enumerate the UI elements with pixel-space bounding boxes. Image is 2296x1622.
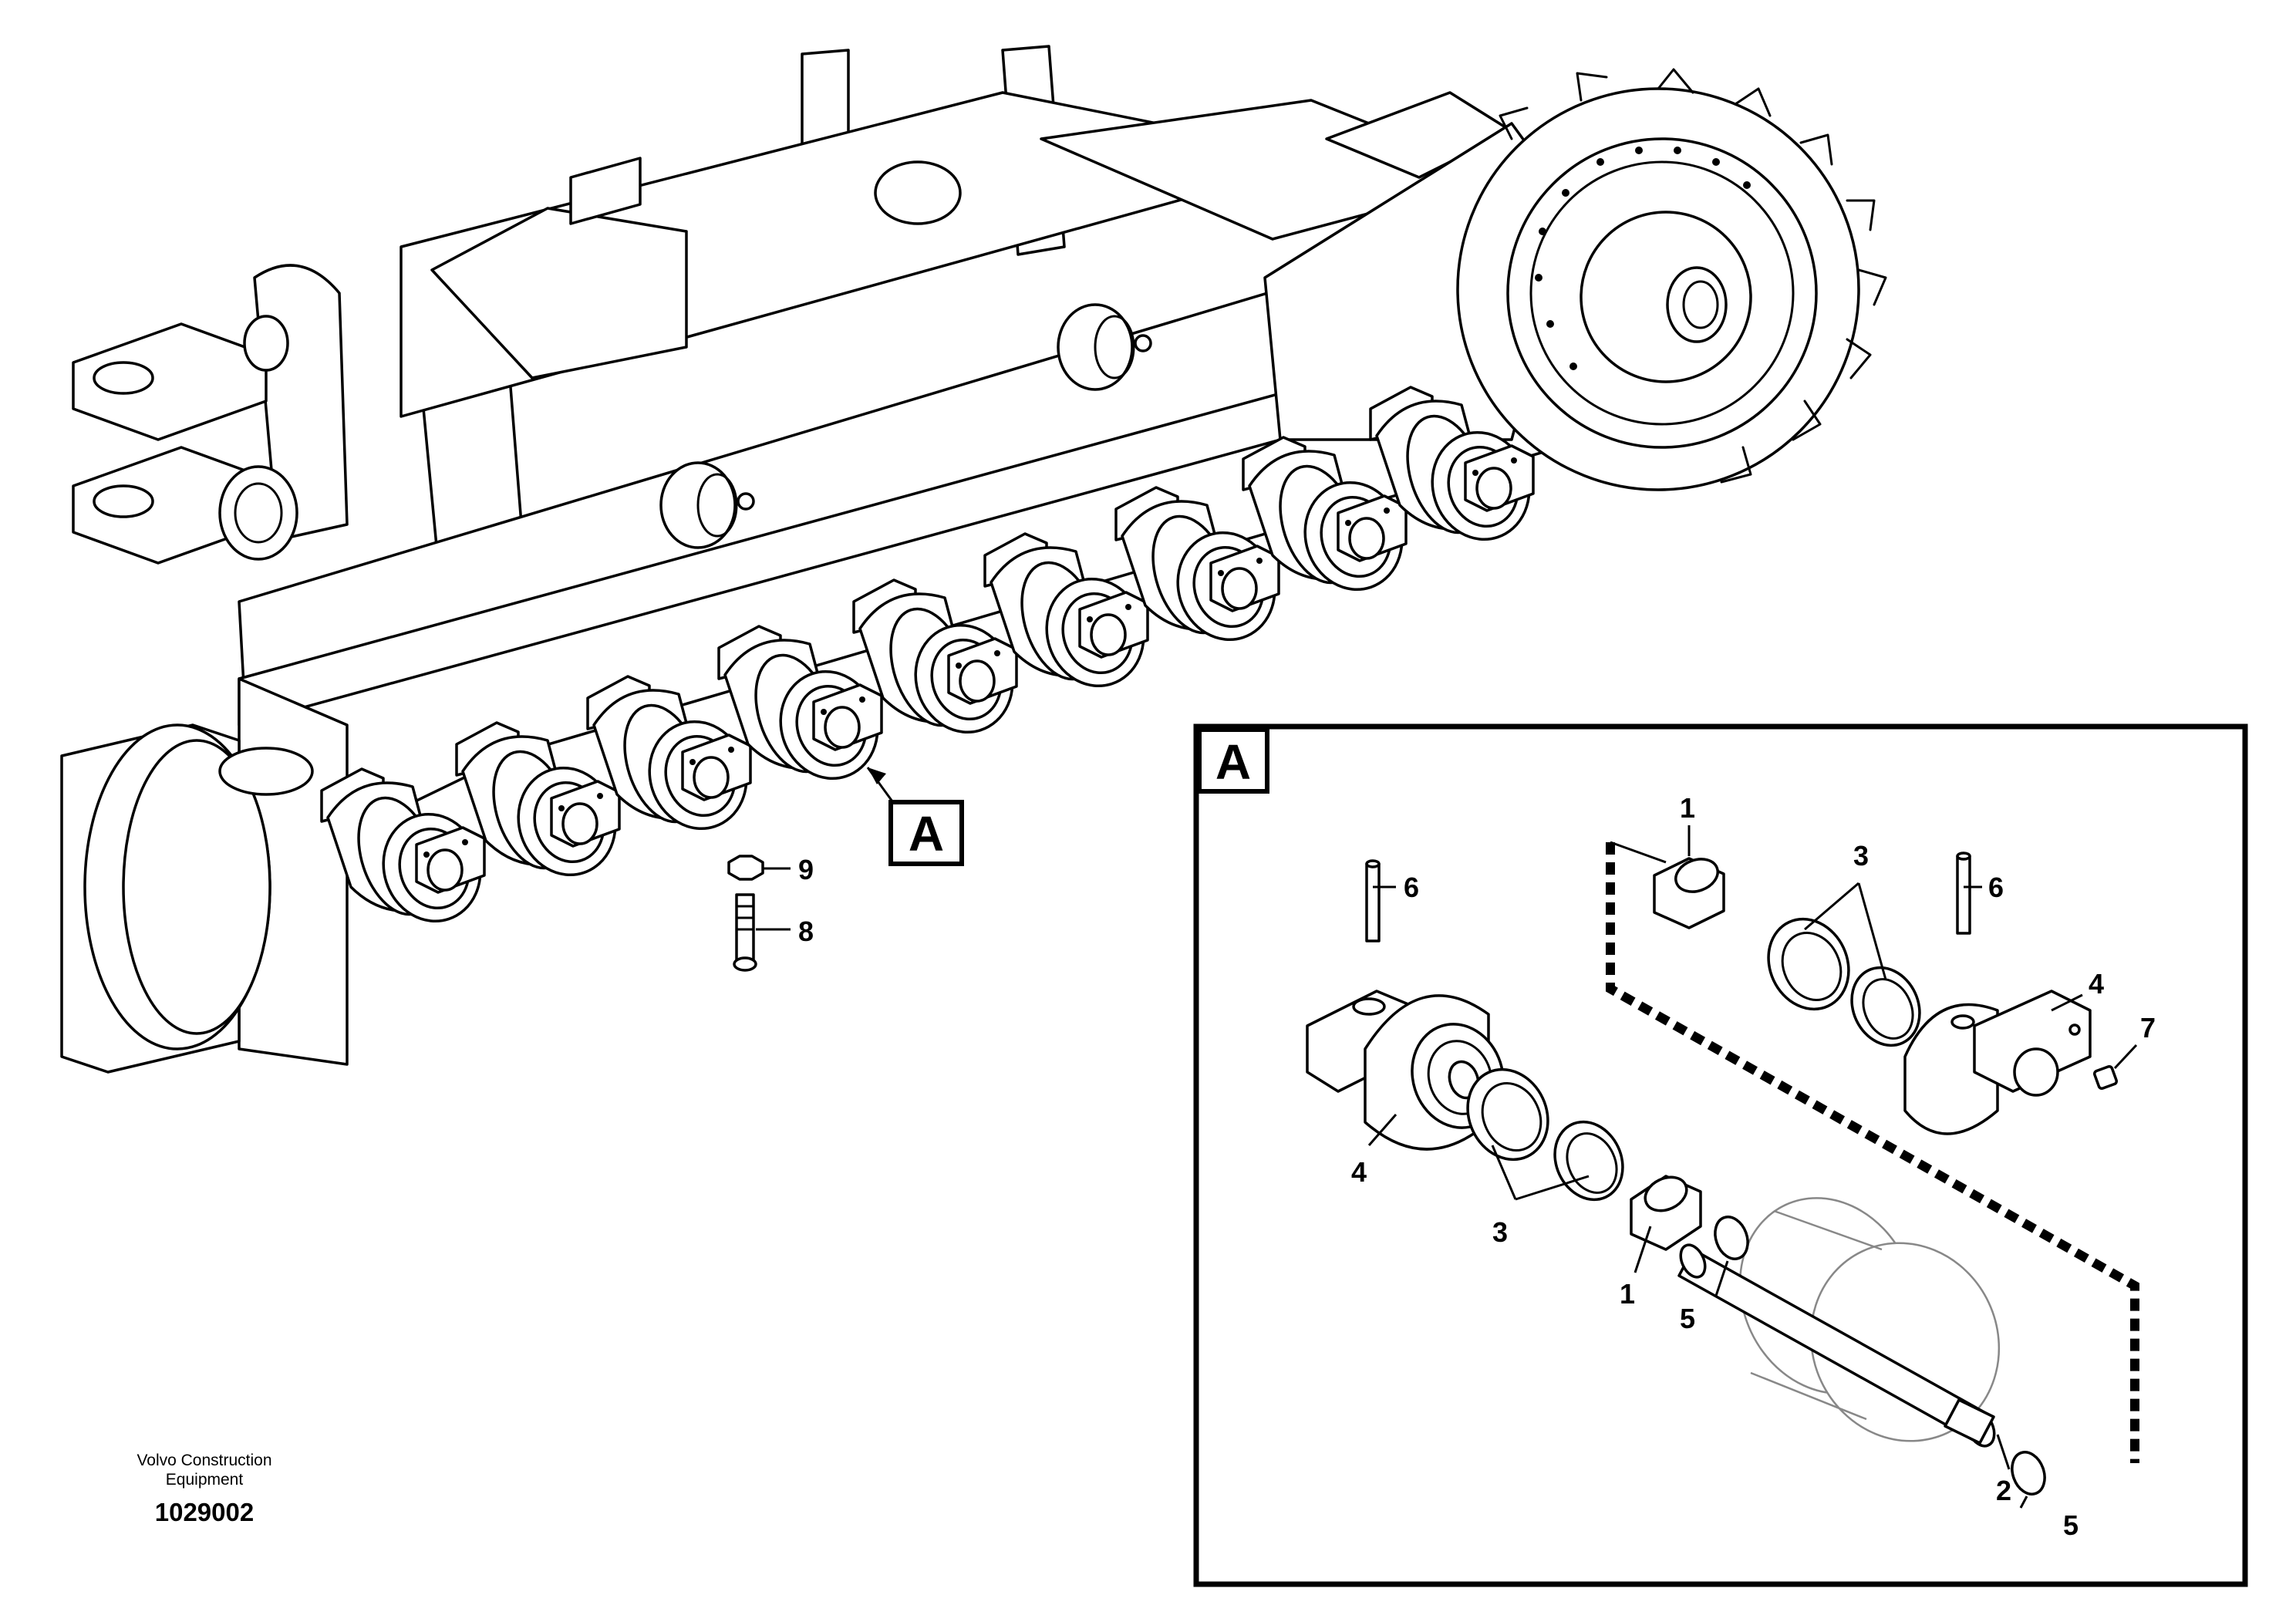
view-marker-label: A xyxy=(909,806,944,862)
callout-3-top: 3 xyxy=(1853,840,1869,872)
callout-1-bottom: 1 xyxy=(1620,1278,1635,1310)
document-number: 1029002 xyxy=(155,1498,254,1526)
detail-view-a: A xyxy=(1193,723,2248,1587)
roller-body xyxy=(1738,1197,2001,1442)
roller-bolt xyxy=(733,893,757,972)
undercarriage-illustration: 9 8 A xyxy=(60,45,1887,1074)
callout-5-bottom: 5 xyxy=(2063,1509,2079,1541)
seal-upper xyxy=(1767,917,1921,1047)
pin-right xyxy=(1956,851,1971,935)
phantom-bracket xyxy=(1606,842,2139,1463)
bushing-top xyxy=(1653,857,1725,929)
callout-8: 8 xyxy=(798,916,814,947)
callout-1-top: 1 xyxy=(1680,792,1695,824)
leader-lines xyxy=(1367,825,2138,1509)
roller-shaft xyxy=(1677,1243,1996,1448)
manufacturer-line-1: Volvo Construction xyxy=(137,1452,271,1469)
detail-label-box xyxy=(1197,727,1269,794)
plug xyxy=(2092,1064,2119,1091)
callout-6-right: 6 xyxy=(1988,872,2004,903)
callout-2: 2 xyxy=(1996,1475,2011,1506)
view-arrow-icon xyxy=(868,767,886,784)
callout-4-right: 4 xyxy=(2089,968,2104,1000)
callout-9: 9 xyxy=(798,854,814,885)
o-ring-bottom xyxy=(2011,1451,2046,1496)
manufacturer-line-2: Equipment xyxy=(166,1471,244,1489)
view-marker-box xyxy=(888,800,964,866)
callout-3-bottom: 3 xyxy=(1492,1216,1508,1248)
o-ring-mid xyxy=(1714,1216,1749,1260)
seal-lower xyxy=(1466,1067,1624,1202)
pin-left xyxy=(1365,859,1381,943)
detail-label: A xyxy=(1215,734,1251,790)
callout-6-left: 6 xyxy=(1404,872,1419,903)
sprocket xyxy=(1456,68,1887,491)
callout-4-left: 4 xyxy=(1351,1156,1367,1188)
detail-frame xyxy=(1193,723,2248,1587)
callout-5-mid: 5 xyxy=(1680,1303,1695,1334)
roller-nut xyxy=(727,855,764,881)
callout-7: 7 xyxy=(2140,1012,2156,1044)
bracket-right xyxy=(1903,990,2092,1135)
